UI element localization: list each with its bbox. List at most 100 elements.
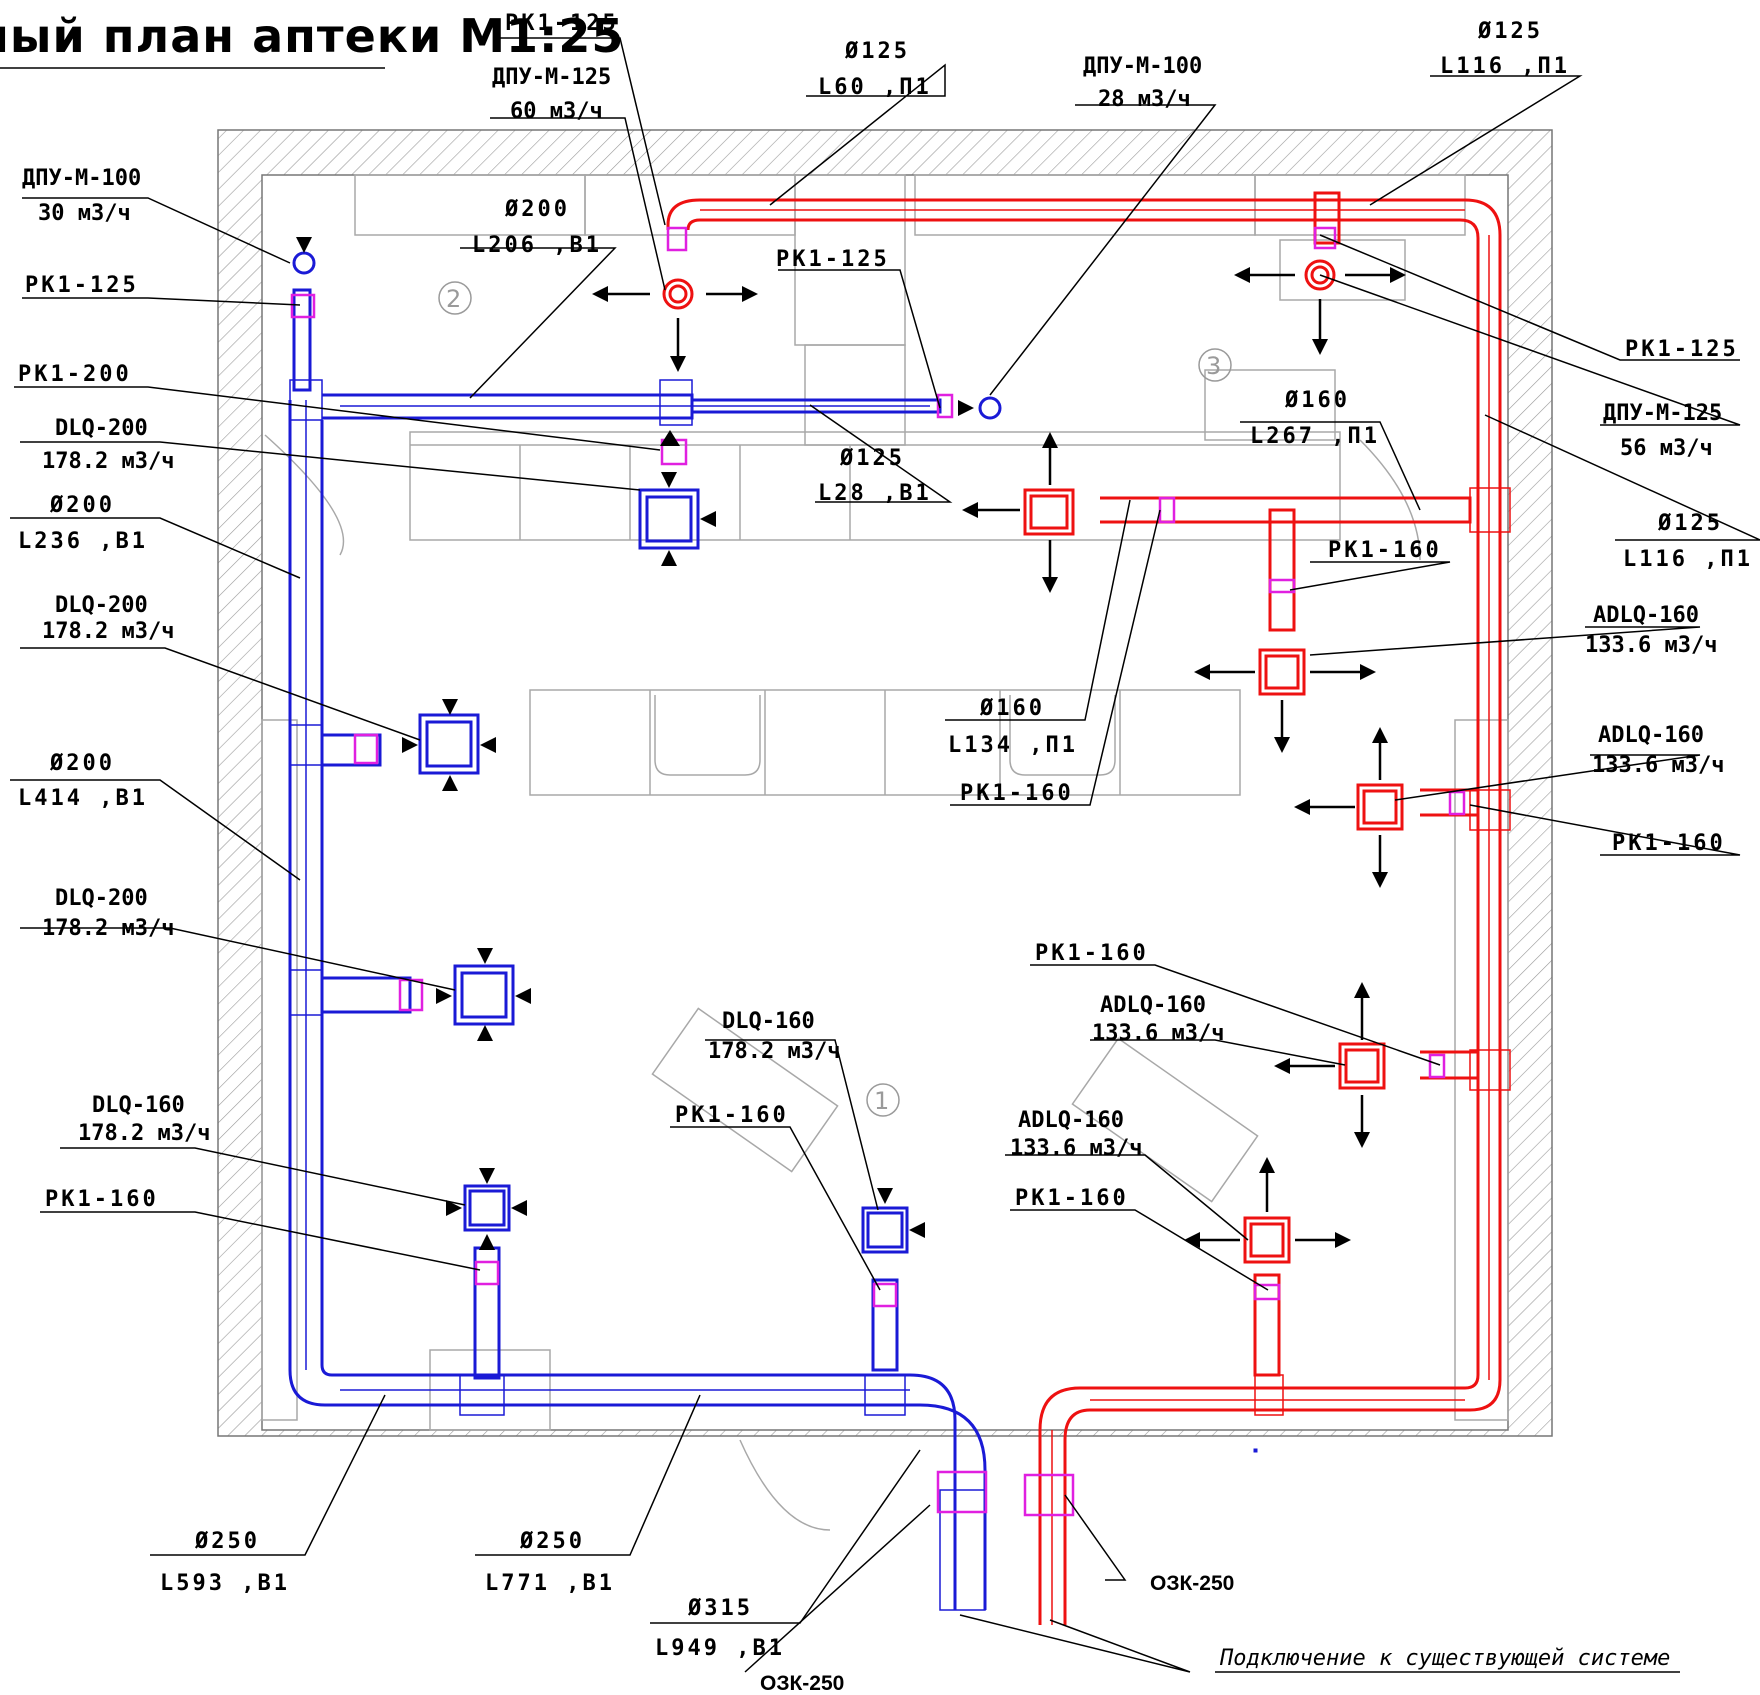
label-text: L267 ,П1 <box>1250 424 1380 449</box>
label-d250a: Ø250 L593 ,В1 <box>160 1529 290 1596</box>
label-text: Ø125 <box>1657 511 1723 536</box>
label-text: L134 ,П1 <box>948 733 1078 758</box>
label-text: ADLQ-160 <box>1598 723 1704 748</box>
label-text: Ø200 <box>504 197 570 222</box>
flow-arrows <box>296 237 1406 1250</box>
label-text: 28 м3/ч <box>1098 87 1191 112</box>
label-rk160f: РК1-160 <box>1015 1186 1129 1211</box>
label-rk200: РК1-200 <box>18 362 132 387</box>
label-text: 178.2 м3/ч <box>708 1039 840 1064</box>
label-d200b: Ø200 L414 ,В1 <box>18 751 148 811</box>
label-text: 30 м3/ч <box>38 201 131 226</box>
label-rk125a: РК1-125 <box>25 273 139 298</box>
label-dpu125a: ДПУ-М-125 60 м3/ч <box>492 65 611 124</box>
label-text: 3 <box>1206 352 1221 380</box>
exhaust-ductwork <box>288 251 1258 1611</box>
label-d315: Ø315 L949 ,В1 <box>655 1596 785 1661</box>
label-adlq160d: ADLQ-160 133.6 м3/ч <box>1010 1108 1142 1161</box>
label-text: L771 ,В1 <box>485 1571 615 1596</box>
label-dlq200c: DLQ-200 178.2 м3/ч <box>42 886 174 941</box>
room-markers: 2 3 1 <box>438 281 1232 1117</box>
label-rk160e: РК1-160 <box>1035 941 1149 966</box>
plan-title: Главный план аптеки М1:25 <box>0 9 624 63</box>
label-rk125b: РК1-125 <box>776 247 890 272</box>
label-adlq160c: ADLQ-160 133.6 м3/ч <box>1092 993 1224 1046</box>
label-dlq160b: DLQ-160 178.2 м3/ч <box>708 1009 840 1064</box>
label-d160a: Ø160 L267 ,П1 <box>1250 388 1380 449</box>
label-text: 60 м3/ч <box>510 99 603 124</box>
label-text: L60 ,П1 <box>818 75 932 100</box>
label-dlq200b: DLQ-200 178.2 м3/ч <box>42 593 174 644</box>
label-text: 2 <box>446 285 461 313</box>
label-text: Ø315 <box>687 1596 753 1621</box>
label-text: Ø250 <box>519 1529 585 1554</box>
label-rk160b: РК1-160 <box>1328 538 1442 563</box>
label-text: ДПУ-М-125 <box>1603 401 1722 426</box>
label-d200c: Ø200 L206 ,В1 <box>472 197 602 258</box>
label-d160b: Ø160 L134 ,П1 <box>948 696 1078 758</box>
label-text: ADLQ-160 <box>1018 1108 1124 1133</box>
label-dlq200a: DLQ-200 178.2 м3/ч <box>42 416 174 474</box>
label-text: DLQ-200 <box>55 886 148 911</box>
leader-lines <box>10 37 1760 1673</box>
dampers <box>290 226 1466 1517</box>
label-text: ДПУ-М-125 <box>492 65 611 90</box>
label-text: Ø125 <box>1477 19 1543 44</box>
label-text: Ø200 <box>49 493 115 518</box>
label-text: L206 ,В1 <box>472 233 602 258</box>
label-text: L414 ,В1 <box>18 786 148 811</box>
label-rk125c: РК1-125 <box>1625 337 1739 362</box>
label-text: 133.6 м3/ч <box>1092 1021 1224 1046</box>
label-rk160d: РК1-160 <box>960 781 1074 806</box>
label-dpu100b: ДПУ-М-100 28 м3/ч <box>1083 54 1202 112</box>
label-rk125top: РК1-125 <box>505 11 619 36</box>
label-text: Ø250 <box>194 1529 260 1554</box>
furniture <box>261 174 1509 1531</box>
label-text: L593 ,В1 <box>160 1571 290 1596</box>
label-text: Ø125 <box>844 39 910 64</box>
label-text: DLQ-200 <box>55 593 148 618</box>
annotations: ДПУ-М-100 30 м3/ч РК1-125 РК1-200 DLQ-20… <box>18 11 1753 1695</box>
label-text: Ø160 <box>1284 388 1350 413</box>
label-text: 1 <box>874 1087 889 1115</box>
label-ozk250b: ОЗК-250 <box>1150 1572 1234 1595</box>
label-text: ДПУ-М-100 <box>1083 54 1202 79</box>
label-text: Ø200 <box>49 751 115 776</box>
label-text: ADLQ-160 <box>1100 993 1206 1018</box>
label-rk160c: РК1-160 <box>1612 831 1726 856</box>
label-text: ADLQ-160 <box>1593 603 1699 628</box>
label-text: L949 ,В1 <box>655 1636 785 1661</box>
label-text: Ø160 <box>979 696 1045 721</box>
label-text: Ø125 <box>839 446 905 471</box>
label-text: ДПУ-М-100 <box>22 166 141 191</box>
label-d125d: Ø125 L116 ,П1 <box>1623 511 1753 572</box>
label-dpu100a: ДПУ-М-100 30 м3/ч <box>22 166 141 226</box>
label-text: L116 ,П1 <box>1440 54 1570 79</box>
label-dpu125b: ДПУ-М-125 56 м3/ч <box>1603 401 1722 461</box>
label-ozk250a: ОЗК-250 <box>760 1672 844 1695</box>
supply-ductwork <box>662 191 1511 1625</box>
label-text: 133.6 м3/ч <box>1592 753 1724 778</box>
label-d250b: Ø250 L771 ,В1 <box>485 1529 615 1596</box>
connection-note: Подключение к существующей системе <box>1219 1646 1670 1671</box>
label-text: DLQ-160 <box>92 1093 185 1118</box>
label-d125a: Ø125 L60 ,П1 <box>818 39 932 100</box>
label-text: L116 ,П1 <box>1623 547 1753 572</box>
label-text: L28 ,В1 <box>818 481 932 506</box>
label-d125c: Ø125 L116 ,П1 <box>1440 19 1570 79</box>
label-rk160g: РК1-160 <box>675 1103 789 1128</box>
label-d125b: Ø125 L28 ,В1 <box>818 446 932 506</box>
label-adlq160b: ADLQ-160 133.6 м3/ч <box>1592 723 1724 778</box>
label-text: DLQ-160 <box>722 1009 815 1034</box>
label-text: DLQ-200 <box>55 416 148 441</box>
label-text: 178.2 м3/ч <box>42 619 174 644</box>
label-text: L236 ,В1 <box>18 529 148 554</box>
label-text: 178.2 м3/ч <box>78 1121 210 1146</box>
label-text: 56 м3/ч <box>1620 436 1713 461</box>
label-text: 178.2 м3/ч <box>42 449 174 474</box>
label-text: 133.6 м3/ч <box>1585 633 1717 658</box>
label-dlq160a: DLQ-160 178.2 м3/ч <box>78 1093 210 1146</box>
label-text: 133.6 м3/ч <box>1010 1136 1142 1161</box>
label-d200a: Ø200 L236 ,В1 <box>18 493 148 554</box>
